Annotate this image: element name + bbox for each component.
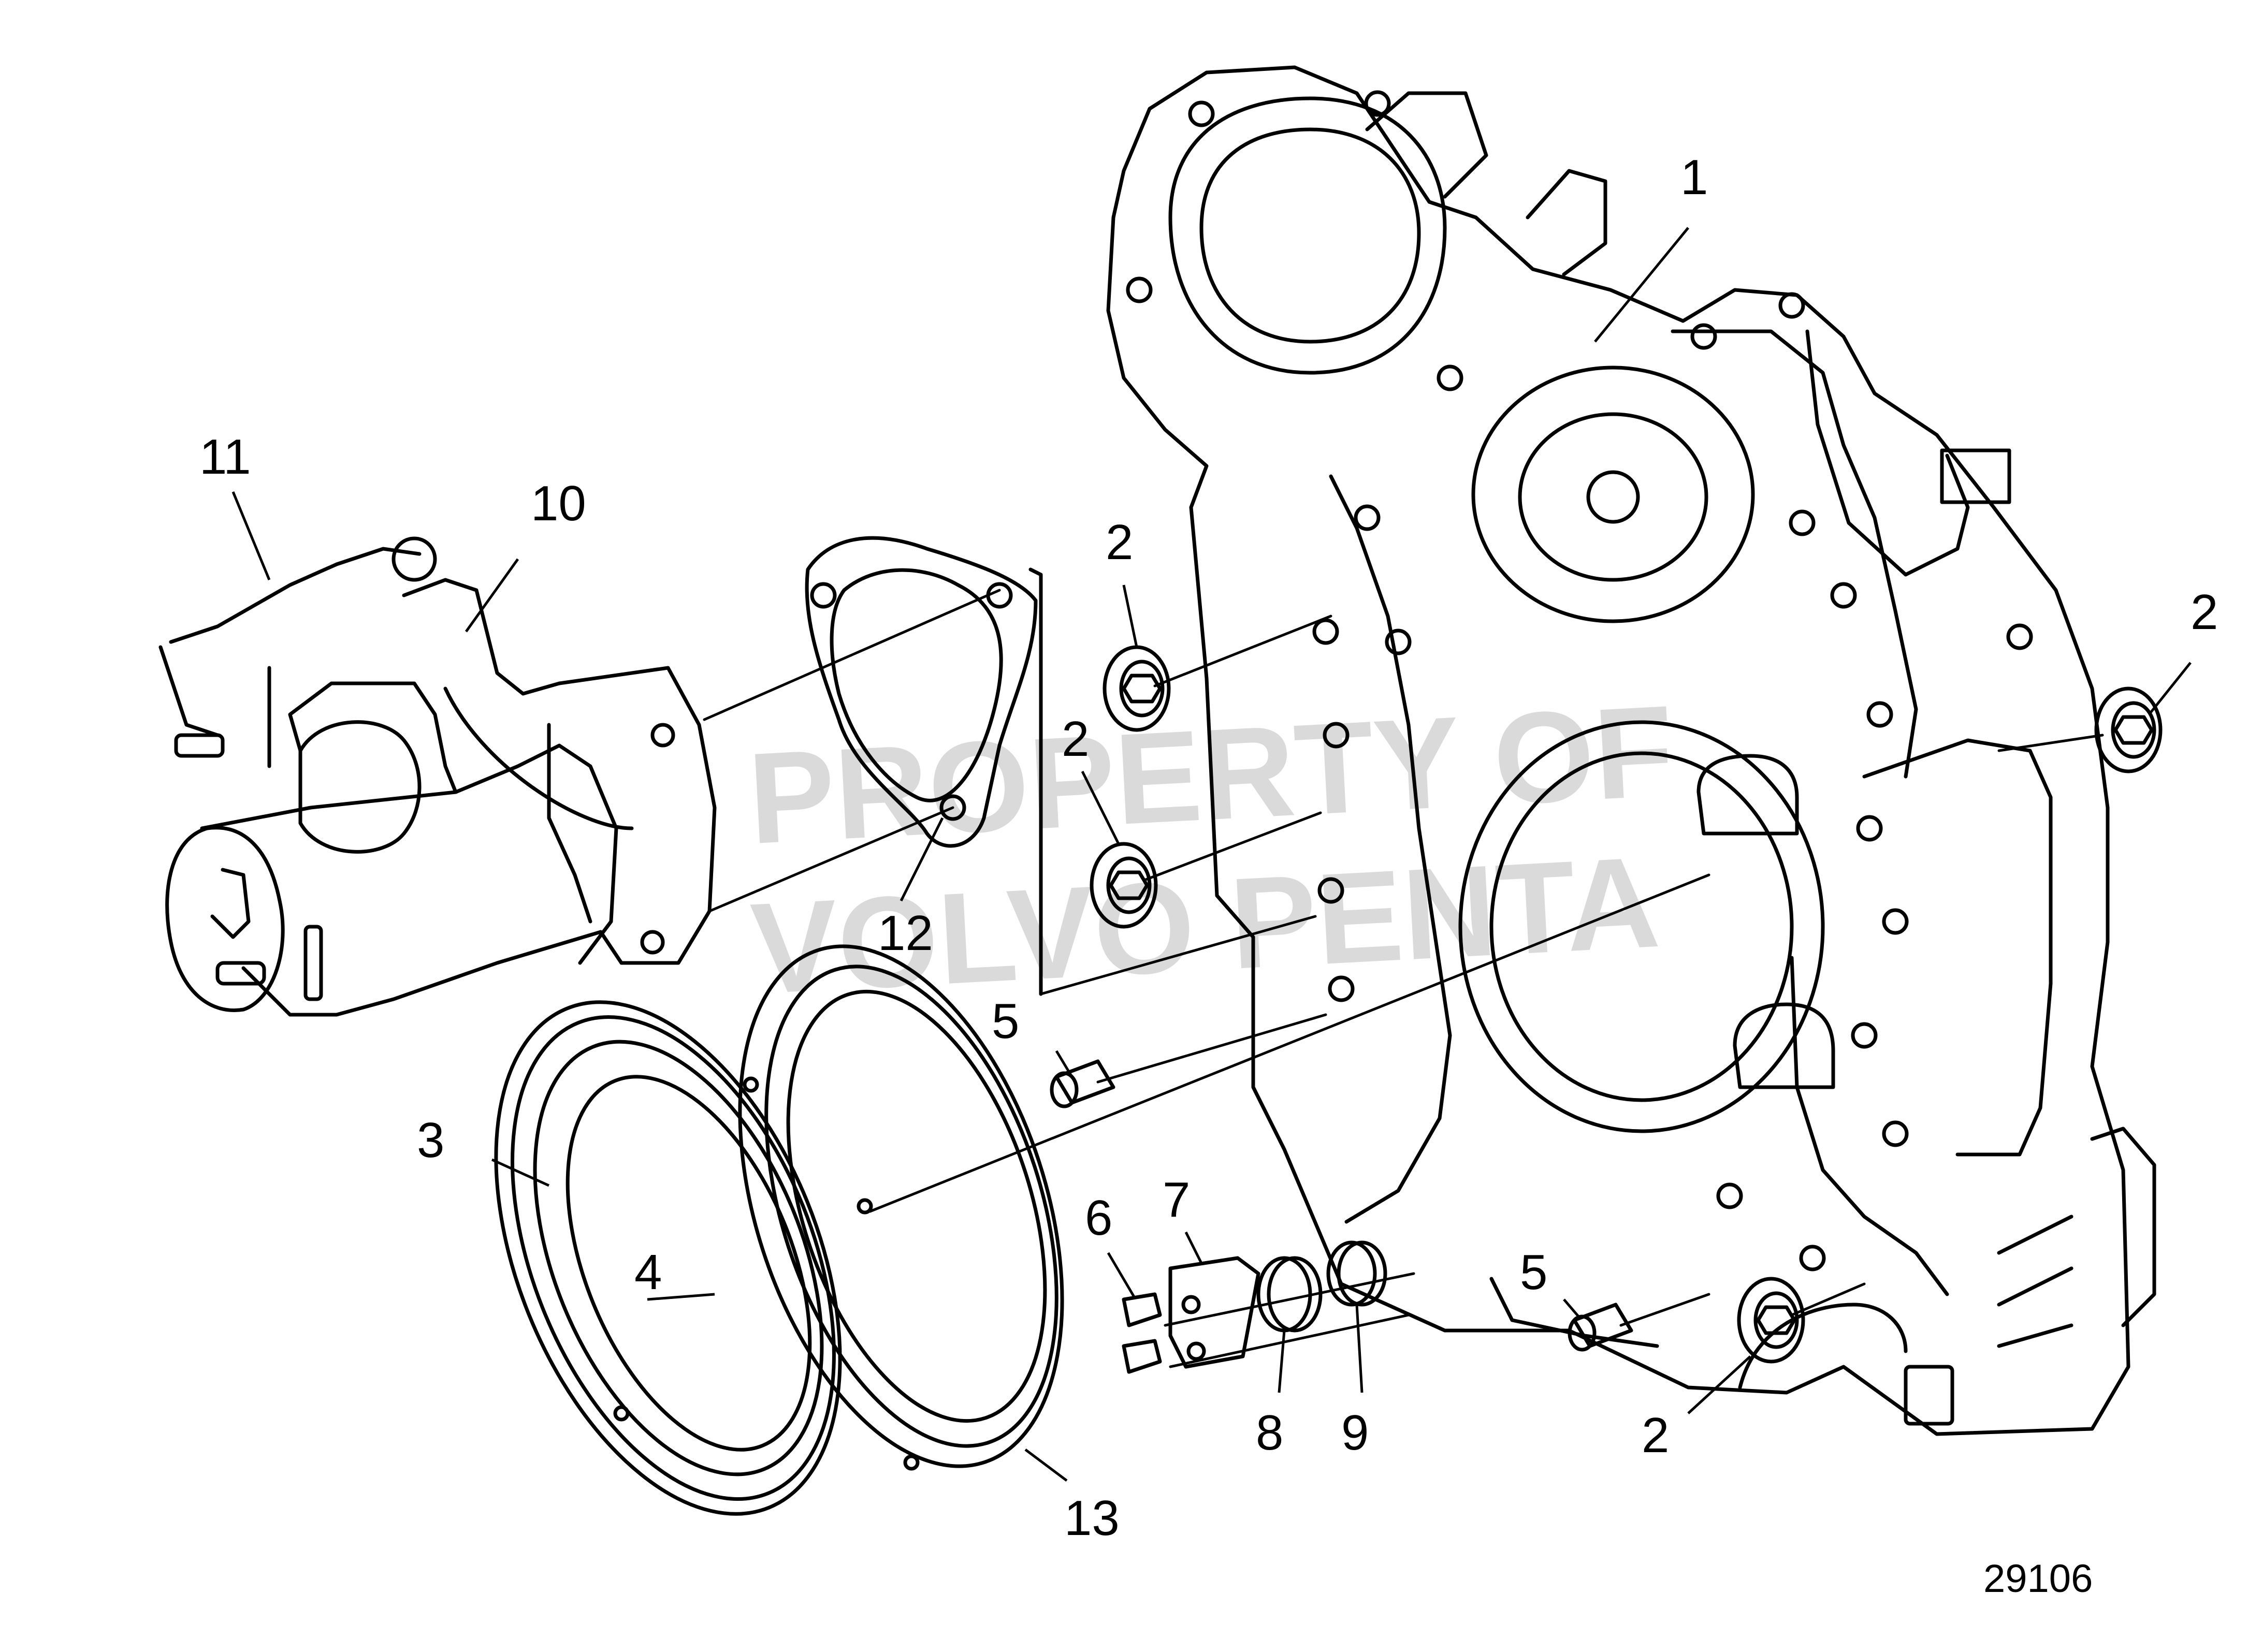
figure-reference-number: 29106	[1983, 1557, 2093, 1601]
seal-ring	[1326, 1240, 1387, 1307]
flange-screw	[1122, 1292, 1162, 1374]
callout-5: 5	[992, 993, 1019, 1049]
cable	[158, 536, 437, 768]
timing-gear-cover	[1106, 65, 2156, 1436]
dowel-pin	[1568, 1303, 1633, 1352]
callout-2: 2	[1642, 1408, 1669, 1463]
crankshaft-seal-ring	[494, 1000, 842, 1516]
assembly-lines	[703, 589, 2104, 1368]
bracket	[1168, 1256, 1260, 1369]
callout-10: 10	[531, 476, 586, 531]
plug-with-seal	[1737, 1277, 1805, 1364]
callout-1: 1	[1680, 150, 1708, 205]
wear-ring	[738, 944, 1064, 1468]
callout-9: 9	[1341, 1405, 1369, 1460]
dowel-pin	[1050, 1059, 1115, 1108]
plug-with-seal	[2094, 686, 2163, 773]
callout-7: 7	[1163, 1172, 1190, 1227]
callout-2: 2	[1062, 711, 1089, 767]
callout-2: 2	[1106, 515, 1133, 570]
leader-lines	[231, 227, 2192, 1482]
callout-13: 13	[1064, 1490, 1120, 1546]
callout-11: 11	[199, 429, 251, 485]
screw	[613, 1076, 920, 1471]
starter-motor	[165, 578, 717, 1017]
callout-3: 3	[417, 1113, 444, 1168]
callout-12: 12	[878, 905, 933, 961]
callout-4: 4	[634, 1245, 662, 1300]
callout-2: 2	[2191, 584, 2218, 640]
callout-labels: 1 2 2 2 2 3 4 5 5 6 7 8 9 10 11 12 13	[199, 150, 2218, 1546]
plug-with-seal	[1090, 842, 1158, 929]
callout-8: 8	[1256, 1405, 1283, 1460]
callout-6: 6	[1085, 1190, 1112, 1246]
bolt-holes	[1126, 90, 2033, 1271]
callout-5: 5	[1520, 1245, 1547, 1300]
